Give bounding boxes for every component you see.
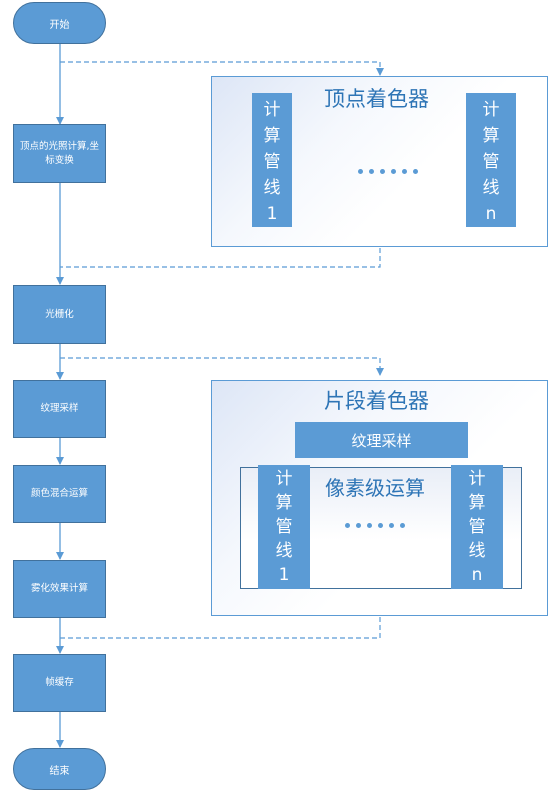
pipe-char: 管 (275, 517, 293, 537)
pipe-char: 算 (263, 126, 281, 146)
pipe-char: 管 (263, 152, 281, 172)
vertex-lighting-transform-step: 顶点的光照计算,坐标变换 (13, 124, 106, 183)
pipe-char: n (485, 204, 497, 224)
color-blend-step: 颜色混合运算 (13, 465, 106, 523)
fragment-pipeline-1: 计 算 管 线 1 (258, 465, 310, 589)
pipe-char: 算 (275, 493, 293, 513)
pipe-char: 算 (482, 126, 500, 146)
vertex-shader-panel: 顶点着色器 计 算 管 线 1 计 算 管 线 n (211, 76, 548, 247)
end-node: 结束 (13, 748, 106, 790)
fragment-shader-title: 片段着色器 (324, 389, 429, 413)
fragment-pipeline-n: 计 算 管 线 n (451, 465, 503, 589)
pipe-char: 1 (278, 565, 290, 585)
fragment-texture-sampling-box: 纹理采样 (295, 422, 468, 458)
pipe-char: 管 (482, 152, 500, 172)
vertex-shader-title: 顶点着色器 (324, 87, 429, 111)
framebuffer-step: 帧缓存 (13, 654, 106, 712)
dashed-to-vertex-shader (60, 61, 384, 76)
pipe-char: 线 (275, 541, 293, 561)
fragment-ellipsis-dots (345, 523, 405, 528)
pipe-char: 1 (266, 204, 278, 224)
pipe-char: 算 (468, 493, 486, 513)
pipe-char: 计 (468, 469, 486, 489)
pipe-char: 线 (468, 541, 486, 561)
pipe-char: n (471, 565, 483, 585)
vertex-pipeline-n: 计 算 管 线 n (466, 93, 516, 227)
pipe-char: 线 (482, 178, 500, 198)
pipe-char: 计 (263, 100, 281, 120)
rasterization-step: 光栅化 (13, 285, 106, 344)
vertex-ellipsis-dots (358, 169, 418, 174)
pipe-char: 计 (482, 100, 500, 120)
pipe-char: 管 (468, 517, 486, 537)
pipe-char: 计 (275, 469, 293, 489)
pipe-char: 线 (263, 178, 281, 198)
vertex-pipeline-1: 计 算 管 线 1 (252, 93, 292, 227)
dashed-from-fragment-shader (60, 617, 381, 639)
fragment-shader-panel: 片段着色器 纹理采样 像素级运算 计 算 管 线 1 计 算 管 线 n (211, 380, 548, 616)
dashed-to-fragment-shader (60, 357, 384, 376)
dashed-from-vertex-shader (60, 248, 381, 268)
start-node: 开始 (13, 2, 106, 44)
pixel-operations-title: 像素级运算 (325, 476, 425, 500)
fog-effect-step: 雾化效果计算 (13, 560, 106, 618)
texture-sampling-step: 纹理采样 (13, 380, 106, 438)
